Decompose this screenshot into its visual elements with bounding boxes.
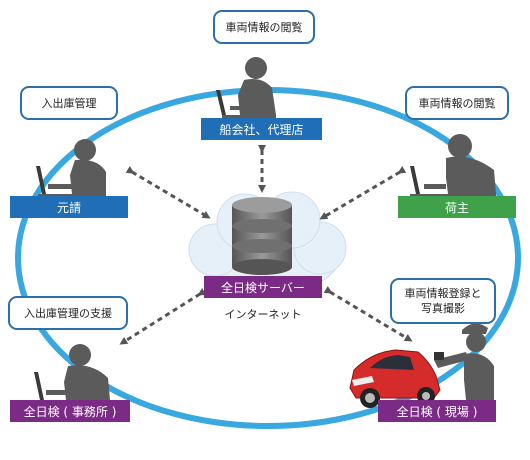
label-prime-contractor: 元請 bbox=[10, 196, 128, 218]
person-right-icon bbox=[410, 134, 496, 198]
label-prime-contractor-text: 元請 bbox=[56, 200, 81, 215]
label-server-text: 全日検サーバー bbox=[221, 280, 305, 295]
arrow-top-right bbox=[319, 166, 407, 220]
label-field: 全日検 ( 現場 ) bbox=[378, 400, 496, 422]
label-shipper: 荷主 bbox=[398, 196, 516, 218]
bubble-top-right-text: 車両情報の閲覧 bbox=[418, 96, 496, 110]
label-shipping-company-text: 船会社、代理店 bbox=[219, 122, 304, 137]
arrow-bottom-right bbox=[323, 285, 413, 342]
bubble-top-left: 入出庫管理 bbox=[20, 86, 118, 120]
internet-caption-text: インターネット bbox=[224, 308, 302, 321]
label-server: 全日検サーバー bbox=[204, 276, 322, 298]
label-office-text: 全日検 ( 事務所 ) bbox=[23, 404, 117, 419]
connection-arrows bbox=[119, 145, 413, 345]
bubble-bottom-right-text-1: 車両情報登録と bbox=[404, 287, 482, 300]
label-field-text: 全日検 ( 現場 ) bbox=[396, 404, 478, 419]
arrow-top-left bbox=[125, 166, 211, 219]
bubble-mid-left: 入出庫管理の支援 bbox=[8, 296, 128, 330]
bubble-top: 車両情報の閲覧 bbox=[213, 10, 315, 44]
bubble-top-text: 車両情報の閲覧 bbox=[225, 20, 303, 34]
label-shipping-company: 船会社、代理店 bbox=[201, 118, 322, 140]
label-office: 全日検 ( 事務所 ) bbox=[10, 400, 130, 422]
person-top-icon bbox=[216, 57, 276, 119]
database-server-icon bbox=[232, 197, 292, 275]
internet-caption: インターネット bbox=[205, 306, 321, 322]
bubble-top-right: 車両情報の閲覧 bbox=[405, 86, 509, 120]
bubble-bottom-right: 車両情報登録と 写真撮影 bbox=[390, 278, 496, 324]
label-shipper-text: 荷主 bbox=[444, 200, 469, 215]
bubble-top-left-text: 入出庫管理 bbox=[41, 96, 97, 110]
person-left-icon bbox=[36, 139, 106, 198]
bubble-bottom-right-text-2: 写真撮影 bbox=[421, 302, 465, 315]
arrow-bottom-left bbox=[119, 287, 207, 345]
red-car-icon bbox=[349, 349, 441, 408]
worker-with-camera-icon bbox=[434, 323, 494, 400]
bubble-mid-left-text: 入出庫管理の支援 bbox=[24, 306, 112, 320]
person-bottom-left-icon bbox=[32, 344, 110, 404]
